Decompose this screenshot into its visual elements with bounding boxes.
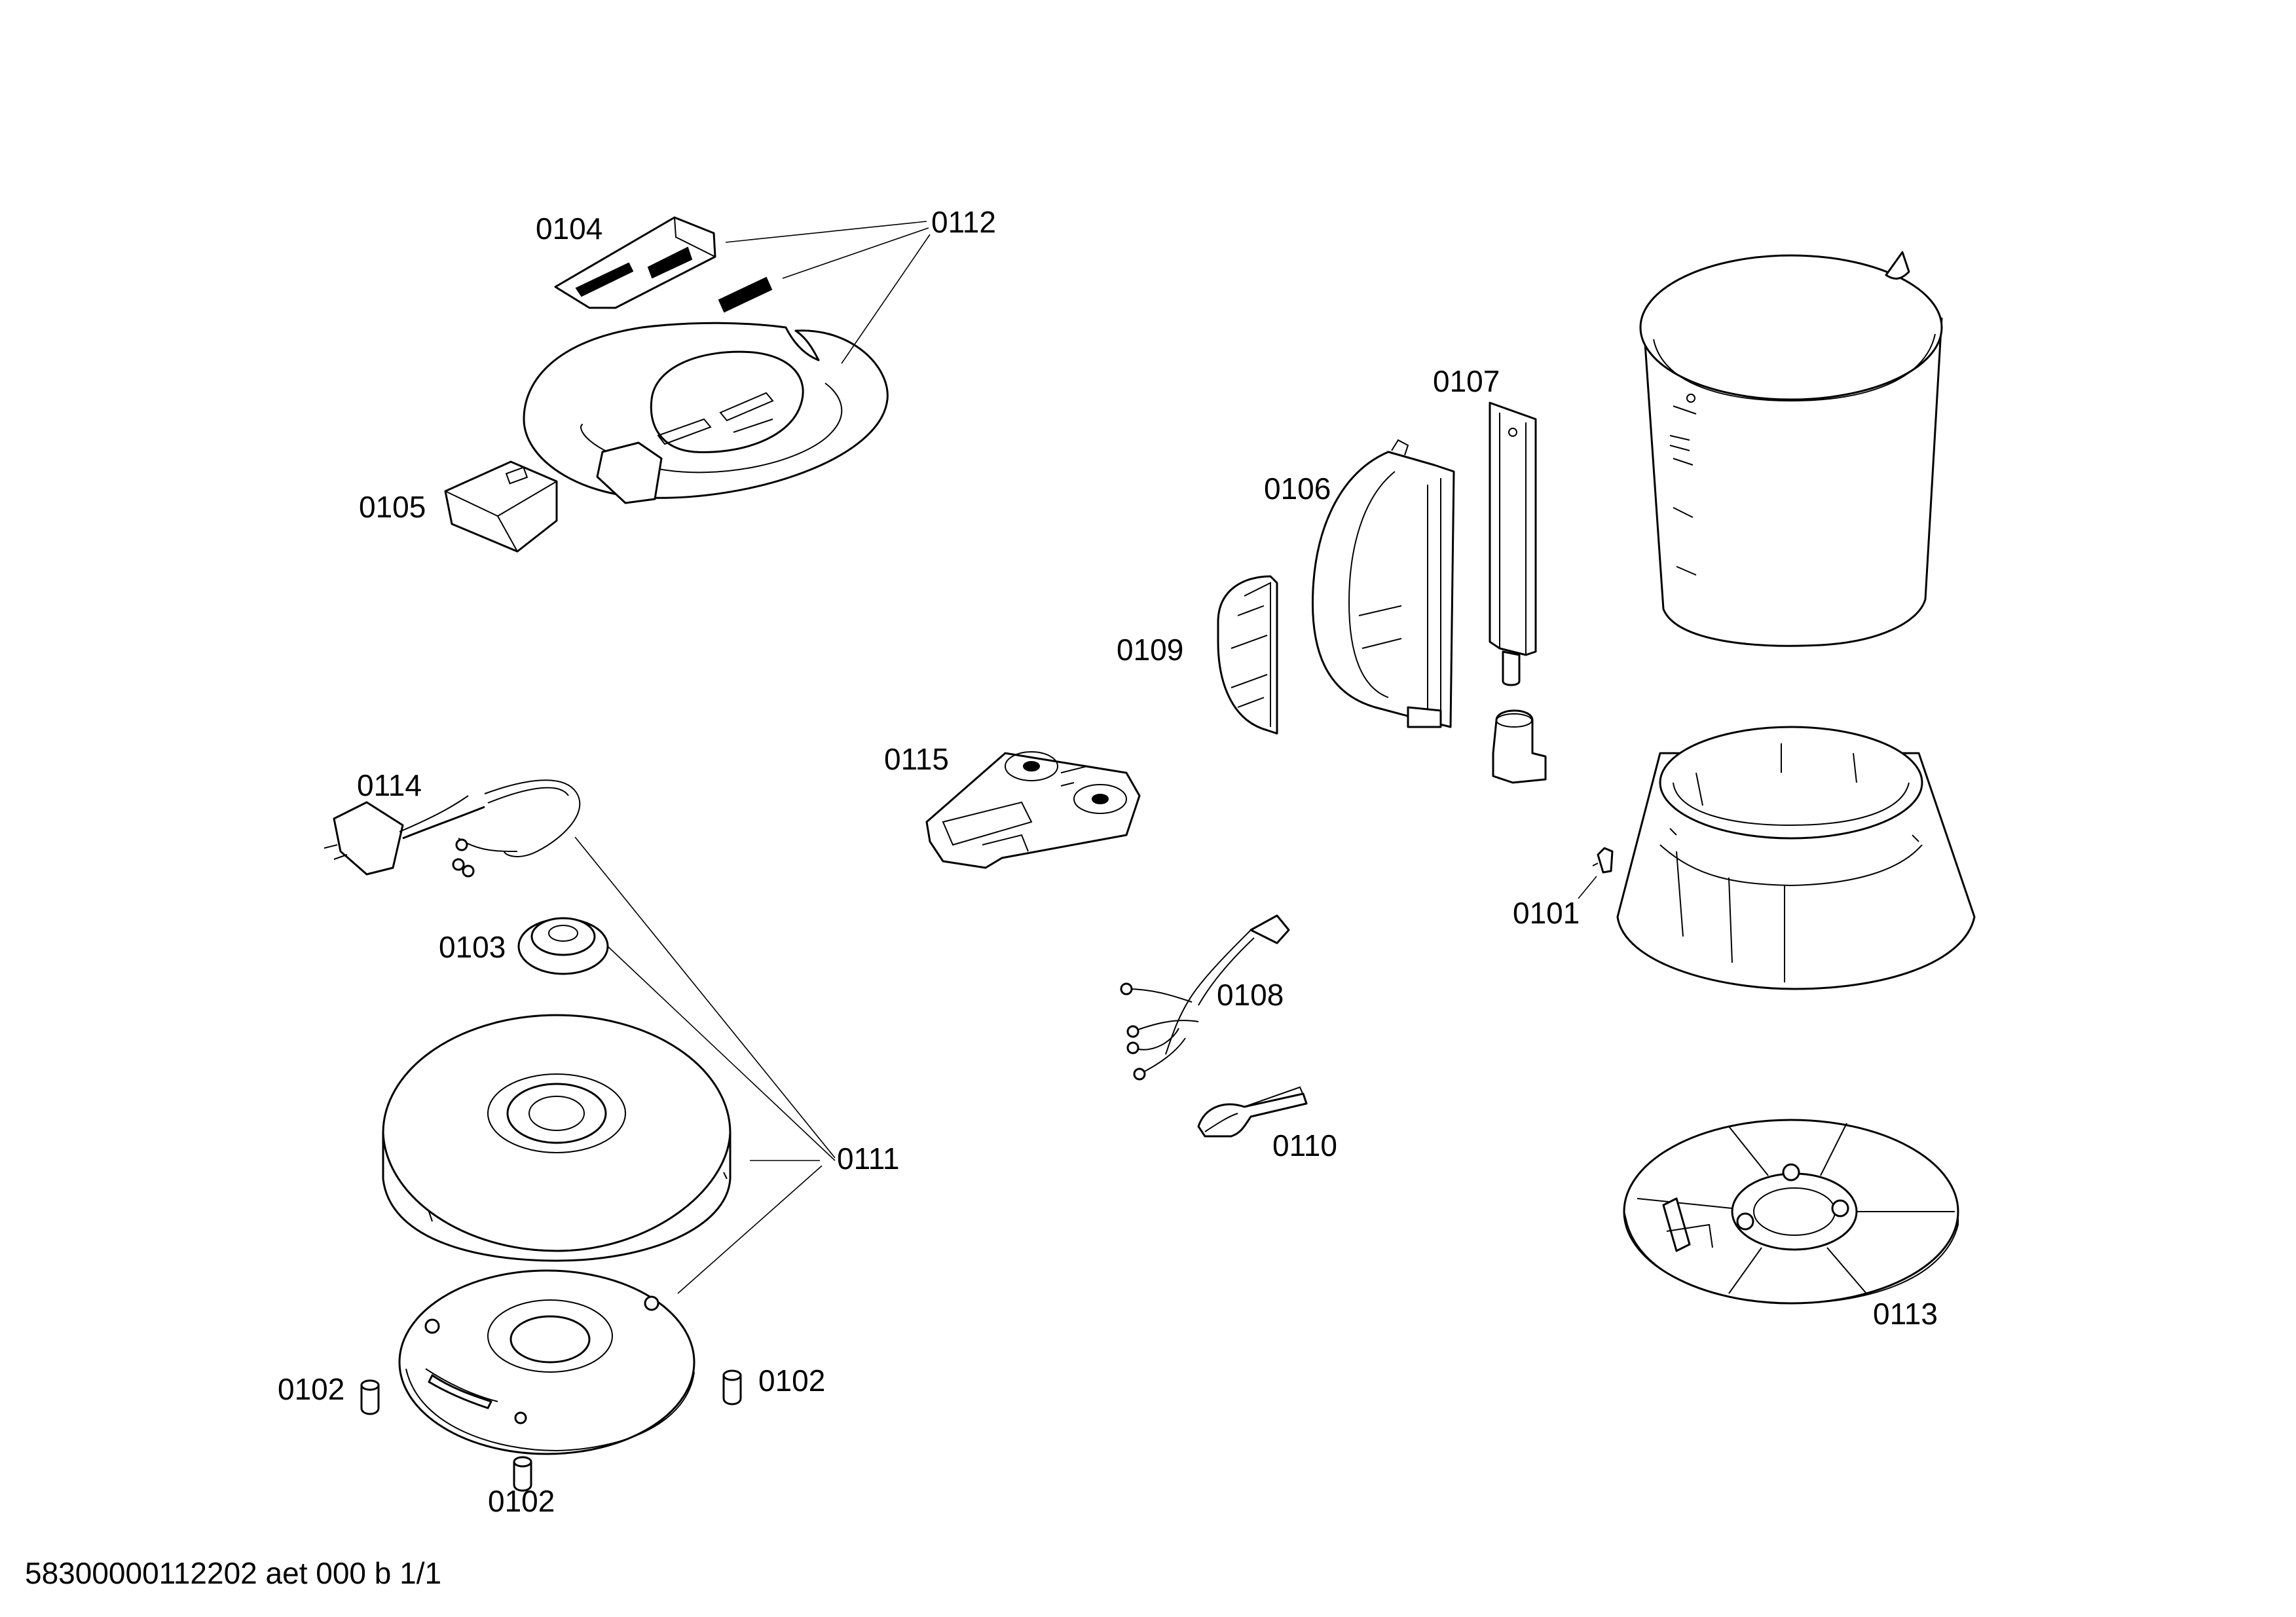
part-0106-handle [1311, 439, 1455, 728]
label-0110: 0110 [1272, 1128, 1337, 1162]
part-0101-clip [1592, 847, 1614, 874]
label-0108: 0108 [1217, 978, 1284, 1012]
label-0109: 0109 [1117, 633, 1183, 667]
label-0102-bottom: 0102 [488, 1484, 555, 1518]
part-0111-base-large [382, 1014, 731, 1262]
label-0106: 0106 [1264, 472, 1331, 506]
label-0102-right: 0102 [758, 1364, 825, 1398]
part-0104-slide [554, 216, 716, 309]
label-0111: 0111 [837, 1142, 900, 1176]
part-0105-box [444, 460, 558, 553]
part-0111-base-bottom [398, 1269, 695, 1455]
part-0113-grid-base [1623, 1119, 1959, 1305]
label-0103: 0103 [439, 930, 506, 964]
part-base-ring [1616, 726, 1976, 990]
part-0109-bracket [1217, 575, 1278, 735]
part-0112-lid [523, 322, 889, 504]
label-0101: 0101 [1513, 896, 1580, 930]
label-0102-left: 0102 [278, 1372, 344, 1406]
part-0102-foot-right [722, 1369, 742, 1405]
label-0105: 0105 [359, 490, 426, 524]
part-jug-body [1639, 251, 1943, 647]
part-0108-wires [1120, 914, 1290, 1081]
label-0104: 0104 [536, 212, 602, 246]
leader-lines [574, 221, 1597, 1294]
label-0107: 0107 [1433, 364, 1500, 398]
label-0112: 0112 [931, 205, 996, 239]
part-spring [718, 276, 773, 313]
part-0115-switch [925, 751, 1141, 869]
part-0110-clip [1197, 1086, 1308, 1138]
part-labels: 0104 0112 0105 0114 0103 0111 0102 0102 … [278, 205, 1938, 1518]
part-0102-foot-left [360, 1379, 380, 1415]
part-0103-connector [517, 917, 609, 975]
label-0114: 0114 [357, 768, 422, 802]
part-0107-tube [1489, 401, 1547, 784]
part-0102-foot-bottom [513, 1456, 532, 1492]
label-0115: 0115 [884, 742, 949, 776]
part-0114-cord [324, 779, 581, 878]
label-0113: 0113 [1873, 1297, 1938, 1331]
document-code: 58300000112202 aet 000 b 1/1 [25, 1556, 441, 1590]
